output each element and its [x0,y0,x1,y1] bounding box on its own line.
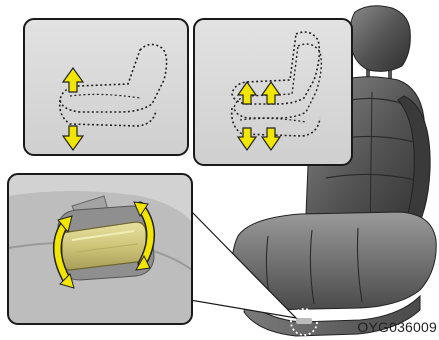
panel-cushion-tilt [24,19,188,155]
figure-code: OYG036009 [357,319,437,335]
panel-switch-closeup [8,174,192,324]
panel-frame-1 [24,19,188,155]
headrest [350,6,410,72]
side-switch-mini [296,318,312,324]
panel-seat-height [194,19,352,165]
